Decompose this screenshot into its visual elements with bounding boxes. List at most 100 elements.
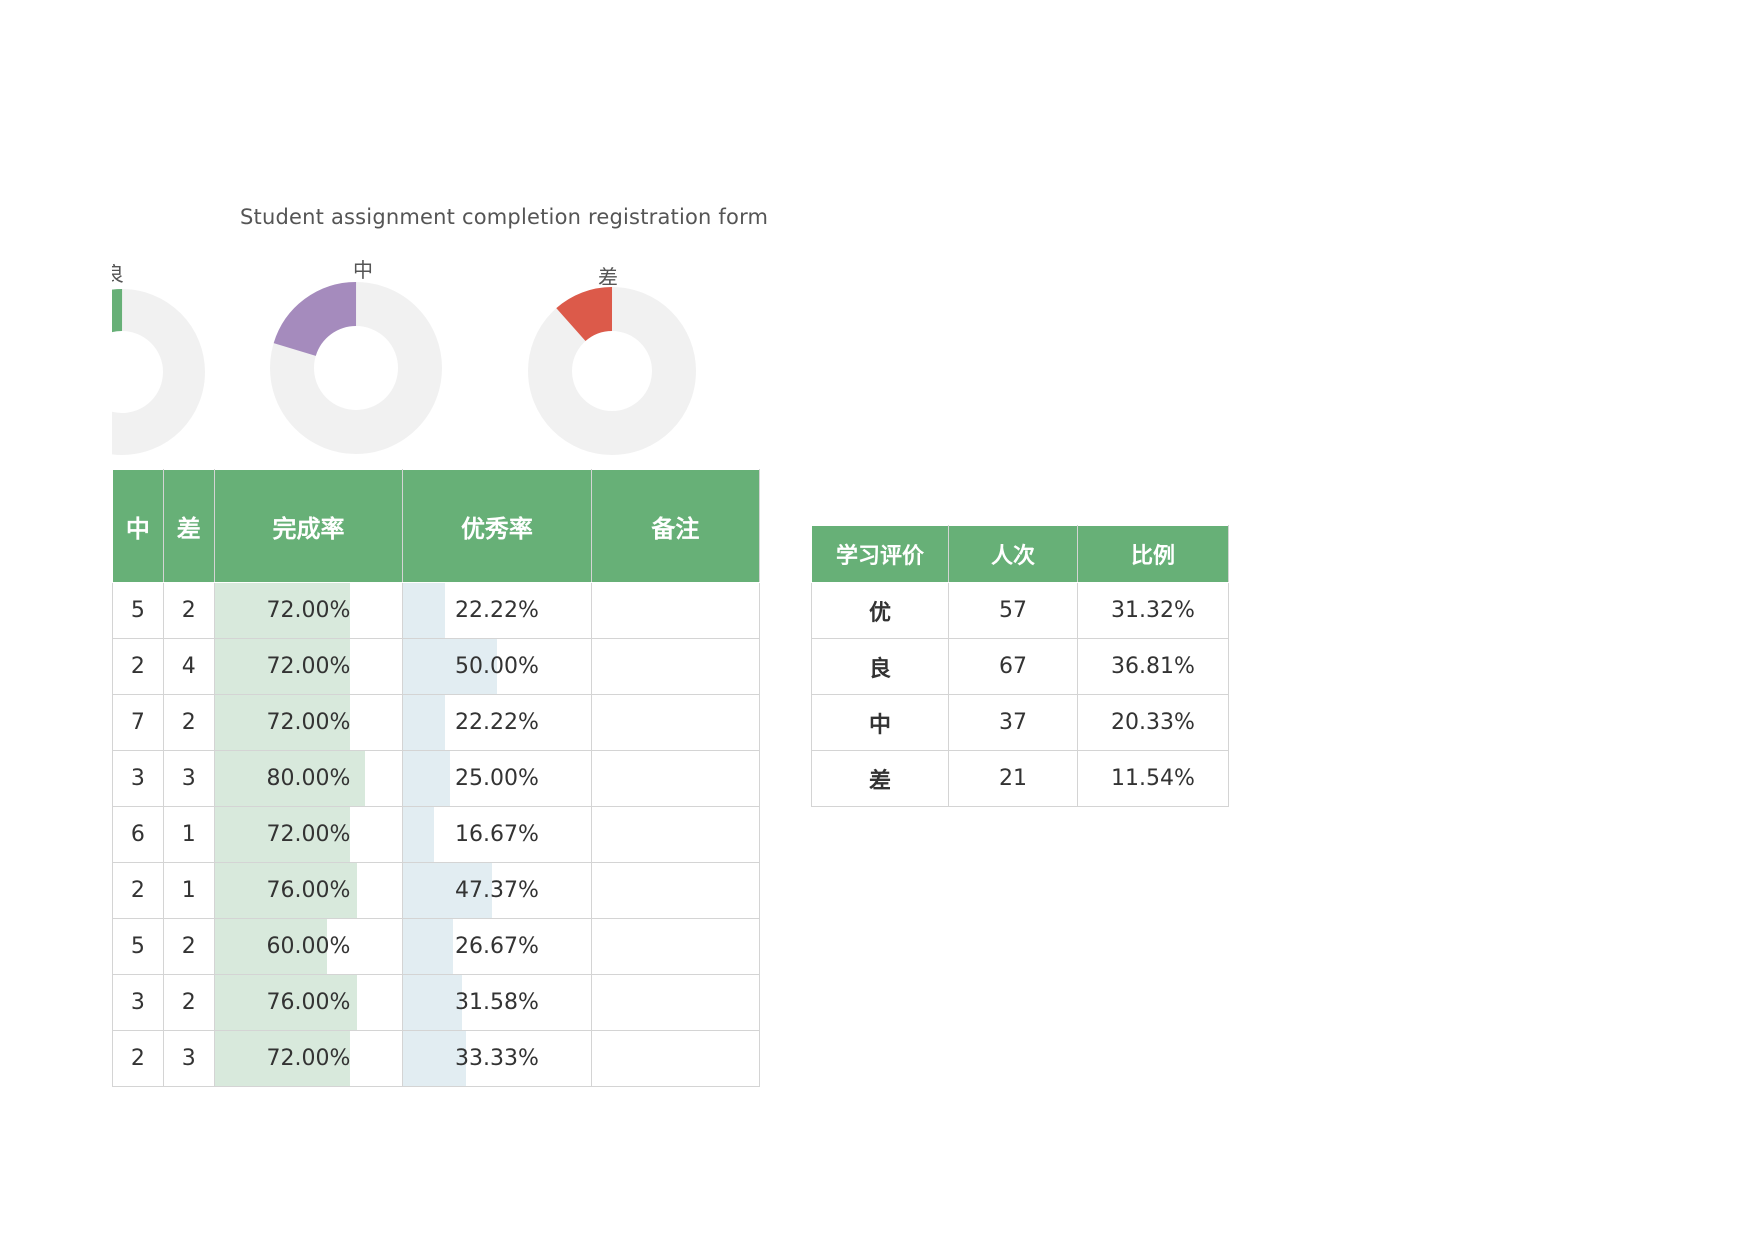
completion-rate-bar [215, 583, 350, 638]
excellent-rate-value: 31.58% [455, 990, 539, 1015]
donut-good [112, 289, 205, 455]
cell-note [590, 974, 761, 1031]
cell-note [590, 918, 761, 975]
completion-rate-value: 80.00% [266, 766, 351, 791]
cell-completion-rate: 76.00% [213, 862, 404, 919]
completion-rate-value: 72.00% [266, 598, 351, 623]
excellent-rate-bar [403, 863, 492, 918]
donut-label-poor: 差 [598, 265, 618, 289]
donut-charts: 良 中 差 [112, 250, 752, 470]
completion-rate-value: 76.00% [266, 878, 351, 903]
completion-rate-bar [215, 863, 358, 918]
cell-note [590, 862, 761, 919]
cell-ratio: 31.32% [1077, 582, 1229, 639]
cell-mid: 3 [112, 974, 164, 1031]
cell-evaluation-level: 优 [811, 582, 949, 639]
cell-mid: 2 [112, 638, 164, 695]
excellent-rate-bar [403, 975, 463, 1030]
cell-note [590, 638, 761, 695]
cell-poor: 1 [162, 806, 215, 863]
cell-poor: 3 [162, 750, 215, 807]
cell-mid: 2 [112, 862, 164, 919]
cell-poor: 1 [162, 862, 215, 919]
cell-mid: 6 [112, 806, 164, 863]
cell-count: 57 [948, 582, 1078, 639]
completion-rate-value: 72.00% [266, 1046, 351, 1071]
cell-count: 67 [948, 638, 1078, 695]
excellent-rate-value: 16.67% [455, 822, 539, 847]
cell-mid: 7 [112, 694, 164, 751]
donut-label-mid: 中 [353, 258, 373, 282]
cell-poor: 2 [162, 974, 215, 1031]
cell-note [590, 1030, 761, 1087]
completion-rate-value: 60.00% [266, 934, 351, 959]
cell-poor: 2 [162, 694, 215, 751]
cell-excellent-rate: 22.22% [402, 694, 592, 751]
cell-excellent-rate: 26.67% [402, 918, 592, 975]
cell-excellent-rate: 50.00% [402, 638, 592, 695]
cell-evaluation-level: 良 [811, 638, 949, 695]
cell-mid: 5 [112, 918, 164, 975]
excellent-rate-bar [403, 1031, 466, 1086]
header-mid: 中 [112, 469, 164, 583]
header-excellent-rate: 优秀率 [402, 469, 592, 583]
completion-rate-value: 72.00% [266, 654, 351, 679]
cell-note [590, 694, 761, 751]
header-poor: 差 [162, 469, 215, 583]
cell-completion-rate: 72.00% [213, 1030, 404, 1087]
excellent-rate-value: 25.00% [455, 766, 539, 791]
cell-completion-rate: 72.00% [213, 806, 404, 863]
completion-rate-value: 72.00% [266, 710, 351, 735]
excellent-rate-value: 47.37% [455, 878, 539, 903]
donut-label-good: 良 [112, 262, 124, 286]
cell-completion-rate: 80.00% [213, 750, 404, 807]
completion-rate-bar [215, 919, 328, 974]
excellent-rate-bar [403, 583, 445, 638]
completion-rate-bar [215, 639, 350, 694]
cell-note [590, 582, 761, 639]
donut-poor [528, 287, 696, 455]
cell-excellent-rate: 33.33% [402, 1030, 592, 1087]
completion-rate-bar [215, 1031, 350, 1086]
cell-completion-rate: 76.00% [213, 974, 404, 1031]
header-evaluation: 学习评价 [811, 525, 949, 583]
excellent-rate-value: 22.22% [455, 710, 539, 735]
cell-completion-rate: 72.00% [213, 638, 404, 695]
cell-excellent-rate: 25.00% [402, 750, 592, 807]
completion-rate-bar [215, 695, 350, 750]
completion-table-header: 中 差 完成率 优秀率 备注 [112, 469, 761, 583]
cell-poor: 3 [162, 1030, 215, 1087]
cell-poor: 2 [162, 918, 215, 975]
cell-completion-rate: 72.00% [213, 694, 404, 751]
cell-note [590, 806, 761, 863]
cell-note [590, 750, 761, 807]
completion-rate-value: 76.00% [266, 990, 351, 1015]
cell-evaluation-level: 中 [811, 694, 949, 751]
excellent-rate-value: 26.67% [455, 934, 539, 959]
cell-mid: 2 [112, 1030, 164, 1087]
excellent-rate-value: 33.33% [455, 1046, 539, 1071]
cell-count: 21 [948, 750, 1078, 807]
cell-excellent-rate: 31.58% [402, 974, 592, 1031]
header-count: 人次 [948, 525, 1078, 583]
excellent-rate-value: 22.22% [455, 598, 539, 623]
header-note: 备注 [590, 469, 761, 583]
evaluation-table-header: 学习评价 人次 比例 [811, 525, 1229, 583]
completion-rate-bar [215, 975, 358, 1030]
page-title: Student assignment completion registrati… [240, 205, 769, 229]
cell-completion-rate: 60.00% [213, 918, 404, 975]
cell-count: 37 [948, 694, 1078, 751]
